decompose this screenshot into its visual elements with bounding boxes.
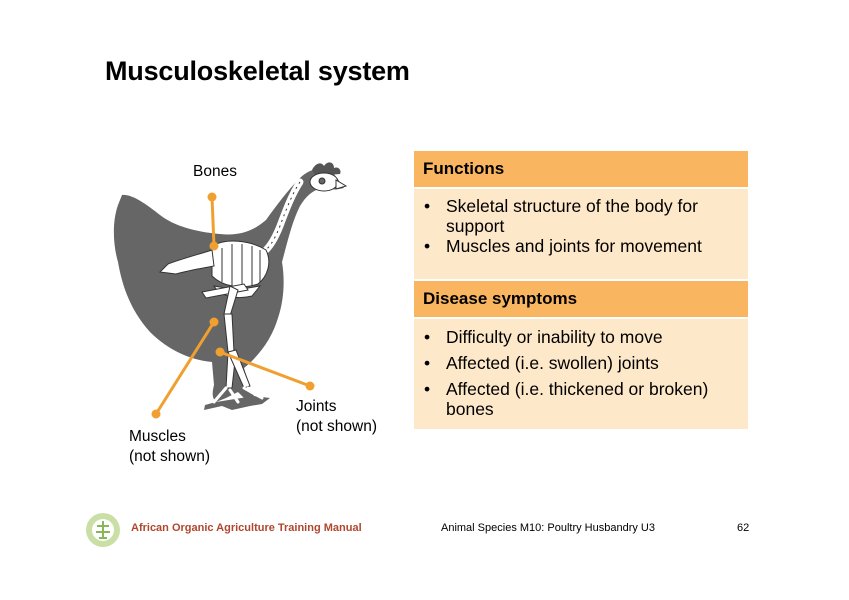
disease-symptoms-panel: Disease symptoms •Difficulty or inabilit… bbox=[414, 281, 748, 429]
page-title: Musculoskeletal system bbox=[105, 56, 410, 86]
bones-label: Bones bbox=[193, 163, 237, 180]
list-item: •Affected (i.e. thickened or broken) bon… bbox=[424, 379, 709, 419]
callout-lines bbox=[151, 192, 315, 419]
footer-manual-title: African Organic Agriculture Training Man… bbox=[131, 522, 362, 534]
list-item: •Difficulty or inability to move bbox=[424, 327, 663, 347]
sunflower-logo-icon bbox=[86, 513, 120, 547]
list-item: •Muscles and joints for movement bbox=[424, 236, 702, 256]
symptoms-list: •Difficulty or inability to move •Affect… bbox=[424, 327, 738, 419]
muscles-label: Muscles (not shown) bbox=[129, 428, 210, 465]
joints-label: Joints (not shown) bbox=[296, 398, 377, 435]
disease-symptoms-body: •Difficulty or inability to move •Affect… bbox=[414, 317, 748, 429]
page-number: 62 bbox=[737, 522, 750, 534]
functions-body: •Skeletal structure of the body for supp… bbox=[414, 187, 748, 279]
disease-symptoms-heading: Disease symptoms bbox=[414, 281, 748, 317]
hen-comb bbox=[312, 162, 341, 176]
footer-module-title: Animal Species M10: Poultry Husbandry U3 bbox=[441, 522, 655, 534]
skeleton bbox=[158, 172, 348, 404]
list-item: •Skeletal structure of the body for supp… bbox=[424, 196, 698, 236]
hen-skeleton-illustration bbox=[113, 162, 348, 419]
list-item: •Affected (i.e. swollen) joints bbox=[424, 353, 659, 373]
functions-heading: Functions bbox=[414, 151, 748, 187]
functions-list: •Skeletal structure of the body for supp… bbox=[424, 196, 738, 256]
functions-panel: Functions •Skeletal structure of the bod… bbox=[414, 151, 748, 279]
